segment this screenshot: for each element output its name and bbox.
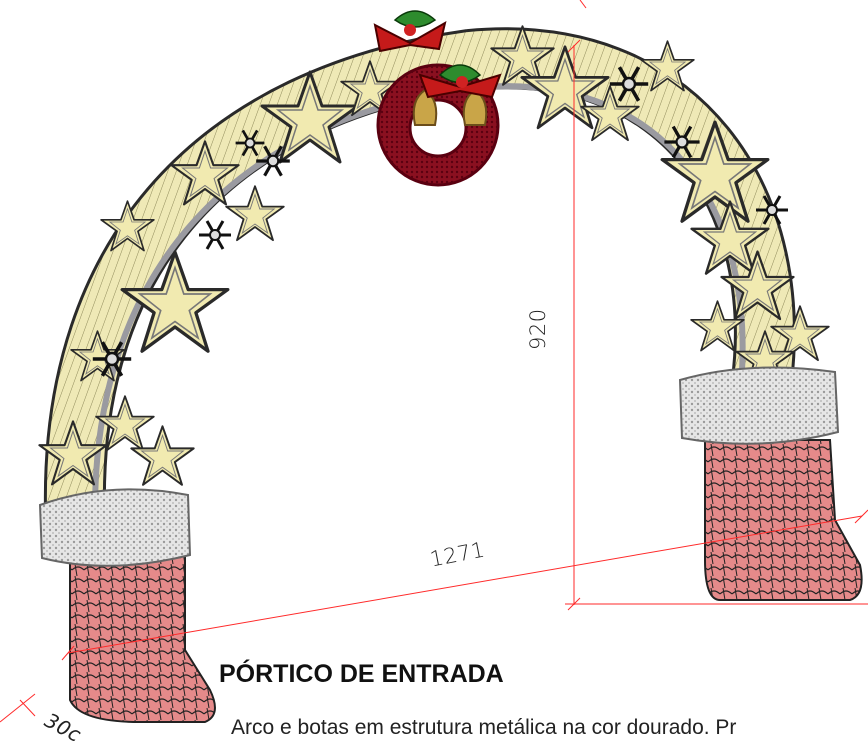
height-dimension-label: 920	[526, 308, 550, 350]
wreath	[376, 63, 502, 187]
page-title: PÓRTICO DE ENTRADA	[219, 660, 504, 688]
right-boot	[678, 366, 863, 601]
left-boot	[38, 488, 216, 723]
description-text: Arco e botas em estrutura metálica na co…	[231, 716, 737, 739]
top-bow	[373, 10, 447, 53]
dimension-lines	[0, 0, 868, 723]
